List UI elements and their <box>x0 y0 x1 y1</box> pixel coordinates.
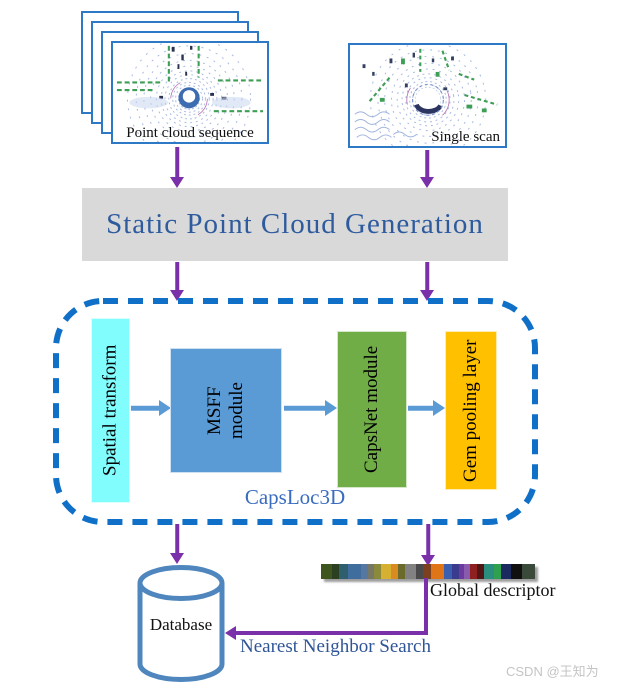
stage-label: Static Point Cloud Generation <box>106 208 484 240</box>
arrow-shaft <box>175 524 179 555</box>
arrow-scan-to-stage <box>420 150 434 188</box>
descriptor-band <box>469 564 477 579</box>
descriptor-band <box>522 564 535 579</box>
gem-pooling-module: Gem pooling layer <box>445 331 497 490</box>
arrow-head-icon <box>325 400 337 416</box>
descriptor-band <box>476 564 485 579</box>
descriptor-band <box>464 564 470 579</box>
descriptor-band <box>390 564 398 579</box>
arrow-stage-to-pipeline-right <box>420 262 434 301</box>
database-label: Database <box>149 615 213 634</box>
static-point-cloud-generation-box: Static Point Cloud Generation <box>82 188 508 261</box>
arrow-head-icon <box>433 400 445 416</box>
descriptor-band <box>493 564 502 579</box>
search-arrow-vertical <box>424 578 428 635</box>
arrow-head-icon <box>159 400 171 416</box>
single-scan-frame: Single scan <box>348 43 507 148</box>
arrow-head-icon <box>170 177 184 188</box>
capsnet-module: CapsNet module <box>337 331 407 488</box>
database-icon <box>137 565 225 682</box>
descriptor-band <box>423 564 431 579</box>
arrow-head-icon <box>421 555 435 566</box>
descriptor-band <box>348 564 362 579</box>
arrow-shaft <box>425 262 429 292</box>
global-descriptor-strip <box>321 564 535 579</box>
arrow-shaft <box>131 405 161 411</box>
descriptor-band <box>484 564 494 579</box>
single-scan-image <box>354 45 498 146</box>
arrow-sequence-to-stage <box>170 147 184 188</box>
descriptor-band <box>381 564 391 579</box>
arrow-head-icon <box>170 553 184 564</box>
descriptor-band <box>510 564 523 579</box>
descriptor-band <box>501 564 511 579</box>
descriptor-band <box>331 564 339 579</box>
descriptor-band <box>444 564 452 579</box>
arrow-msff-to-capsnet <box>284 400 337 416</box>
arrow-shaft <box>408 405 435 411</box>
nearest-neighbor-search-label: Nearest Neighbor Search <box>240 636 431 657</box>
point-cloud-sequence-label: Point cloud sequence <box>126 124 254 141</box>
descriptor-band <box>321 564 332 579</box>
arrow-head-icon <box>420 177 434 188</box>
global-descriptor-label: Global descriptor <box>430 580 556 600</box>
arrow-shaft <box>175 147 179 179</box>
search-arrow-head-icon <box>225 626 236 640</box>
gem-pooling-label: Gem pooling layer <box>460 339 482 482</box>
descriptor-band <box>405 564 416 579</box>
arrow-shaft <box>284 405 327 411</box>
descriptor-band <box>415 564 424 579</box>
arrow-head-icon <box>170 290 184 301</box>
search-arrow-horizontal <box>234 631 428 635</box>
descriptor-band <box>368 564 374 579</box>
descriptor-band <box>397 564 406 579</box>
point-cloud-sequence-frame: Point cloud sequence <box>111 41 269 144</box>
arrow-head-icon <box>420 290 434 301</box>
arrow-capsnet-to-gem <box>408 400 445 416</box>
arrow-spatial-to-msff <box>131 400 171 416</box>
arrow-pipeline-to-database <box>170 524 184 564</box>
spatial-transform-label: Spatial transform <box>99 344 121 477</box>
descriptor-band <box>373 564 382 579</box>
msff-module-label: MSFF module <box>204 382 247 439</box>
msff-module: MSFF module <box>170 348 282 473</box>
capsloc3d-dashed-border <box>53 298 538 525</box>
descriptor-band <box>430 564 445 579</box>
descriptor-band <box>459 564 465 579</box>
descriptor-band <box>451 564 460 579</box>
single-scan-label: Single scan <box>431 128 500 145</box>
arrow-shaft <box>426 524 430 557</box>
arrow-stage-to-pipeline-left <box>170 262 184 301</box>
capsloc3d-label: CapsLoc3D <box>244 485 346 509</box>
capsnet-module-label: CapsNet module <box>361 345 383 474</box>
arrow-pipeline-to-descriptor <box>421 524 435 566</box>
descriptor-band <box>338 564 349 579</box>
arrow-shaft <box>425 150 429 179</box>
point-cloud-sequence-image <box>116 43 264 142</box>
csdn-watermark: CSDN @王知为 <box>506 664 599 679</box>
database-cylinder: Database <box>135 563 227 685</box>
spatial-transform-module: Spatial transform <box>91 318 130 503</box>
descriptor-band <box>361 564 369 579</box>
arrow-shaft <box>175 262 179 292</box>
